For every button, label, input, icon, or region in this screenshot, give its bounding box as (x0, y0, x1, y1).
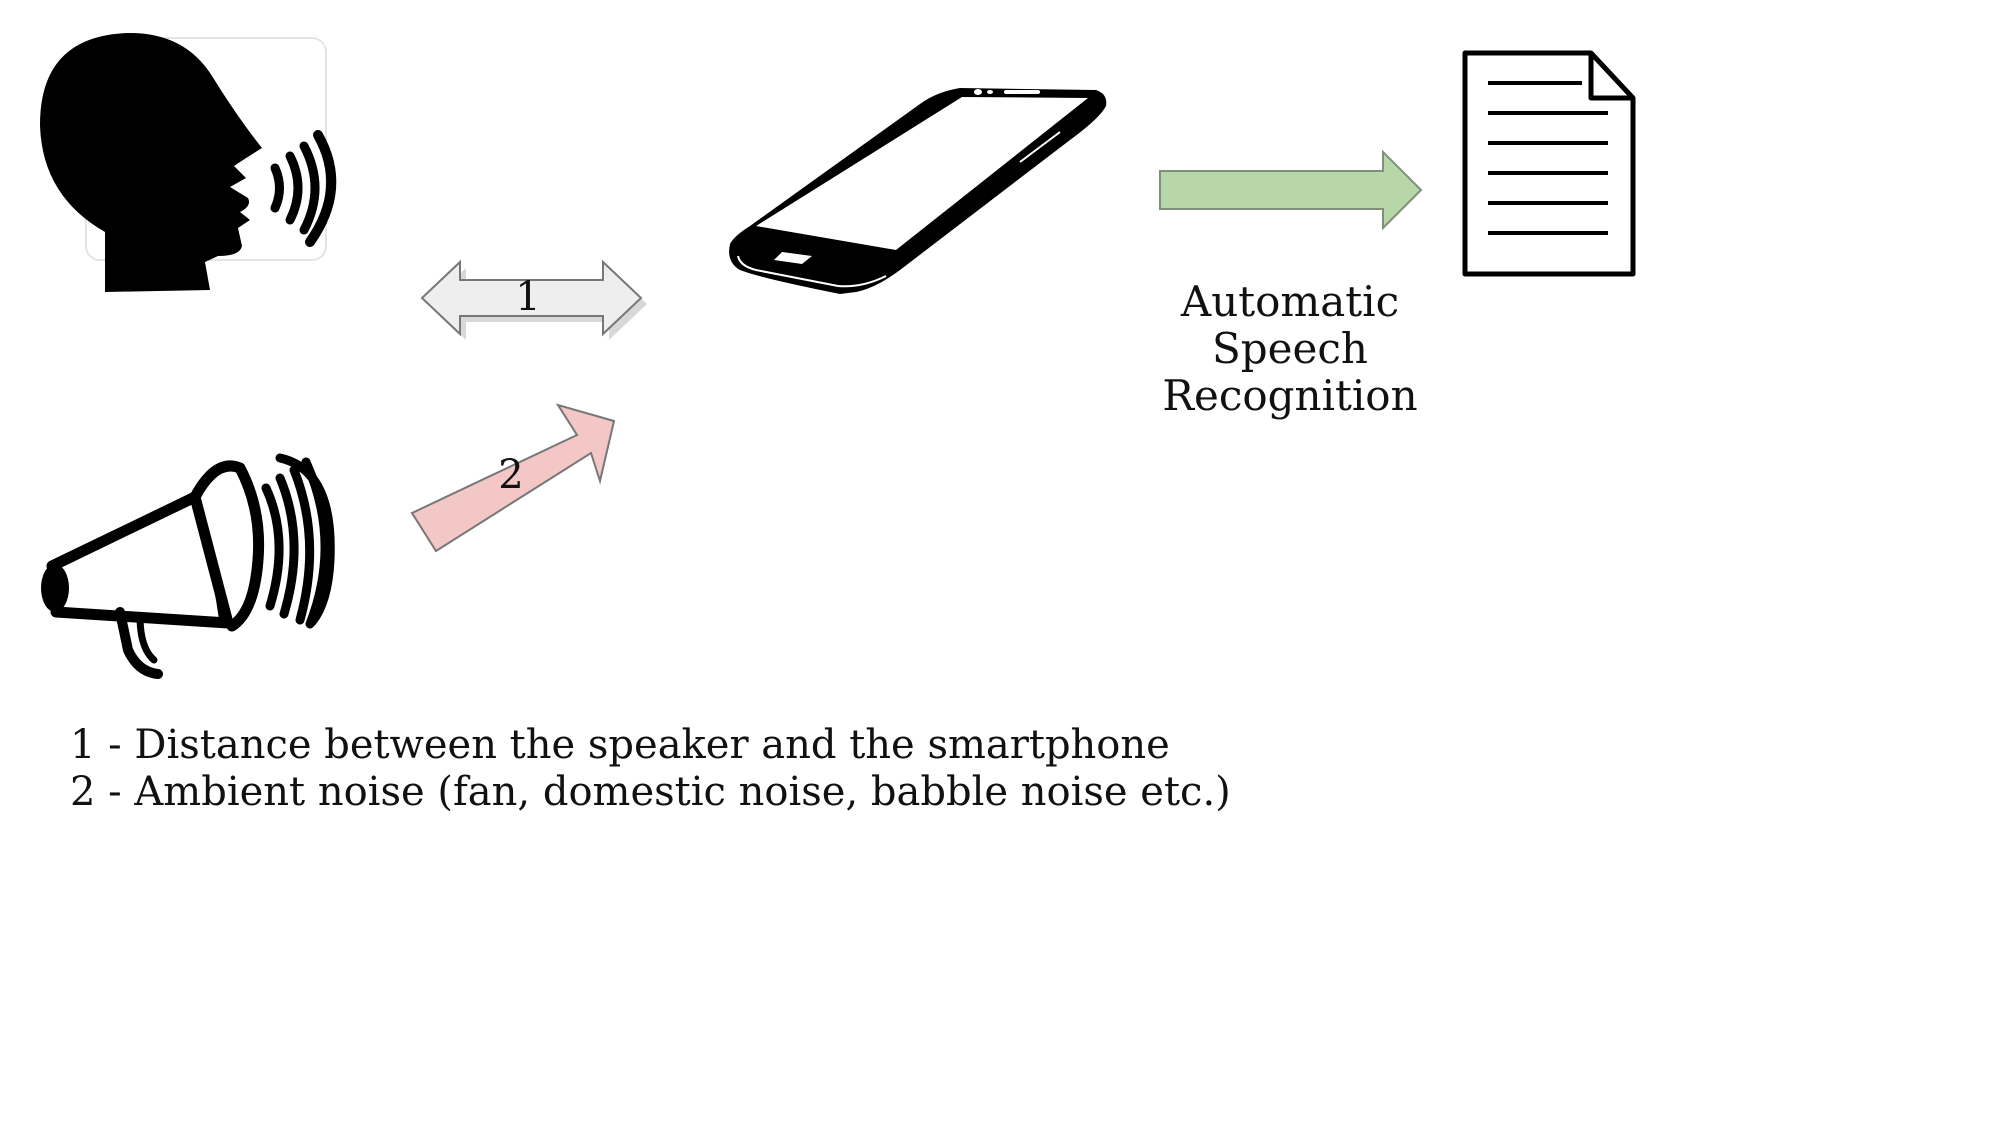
legend-item-noise: 2 - Ambient noise (fan, domestic noise, … (70, 769, 1231, 815)
noise-arrow-label: 2 (498, 452, 524, 498)
noise-arrow (410, 403, 616, 553)
document-icon (1462, 50, 1636, 277)
legend-item-distance: 1 - Distance between the speaker and the… (70, 722, 1170, 768)
asr-label: Automatic Speech Recognition (1130, 278, 1450, 419)
speaking-head-icon (40, 33, 337, 292)
legend: 1 - Distance between the speaker and the… (70, 722, 1231, 816)
asr-label-line: Recognition (1162, 371, 1418, 420)
distance-arrow (420, 259, 647, 340)
asr-arrow (1159, 149, 1423, 231)
smartphone-icon (729, 88, 1107, 294)
distance-arrow-label: 1 (515, 274, 541, 320)
asr-label-line: Automatic (1180, 277, 1400, 326)
asr-label-line: Speech (1212, 324, 1368, 373)
megaphone-icon (41, 453, 335, 679)
